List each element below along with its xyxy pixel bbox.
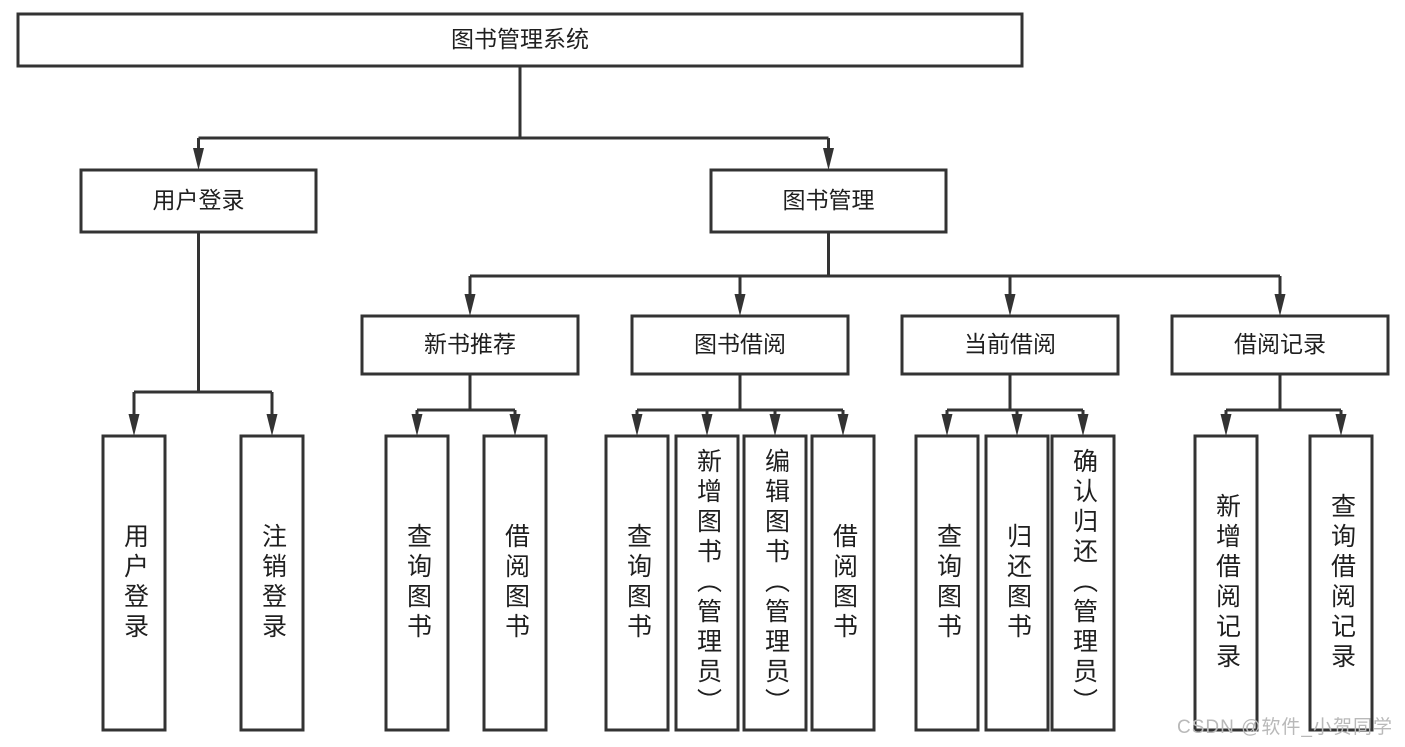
node-leaf-user-login-rect[interactable]	[101, 434, 167, 732]
node-leaf-user-login[interactable]	[101, 434, 167, 732]
node-leaf-query-record-rect[interactable]	[1308, 434, 1374, 732]
arrow-head-icon	[464, 294, 476, 316]
arrow-head-icon	[411, 414, 423, 436]
node-leaf-user-logout-rect[interactable]	[239, 434, 305, 732]
node-new-book-recommend-label: 新书推荐	[424, 331, 516, 357]
node-user-login-label: 用户登录	[153, 187, 245, 213]
node-leaf-query-book-3-rect[interactable]	[914, 434, 980, 732]
node-current-borrow-label: 当前借阅	[964, 331, 1056, 357]
node-root-root-label: 图书管理系统	[451, 26, 589, 52]
node-user-login-rect[interactable]	[79, 168, 318, 234]
node-root-root[interactable]: 图书管理系统	[16, 12, 1024, 68]
node-book-borrow-rect[interactable]	[630, 314, 850, 376]
arrow-head-icon	[1077, 414, 1089, 436]
node-leaf-borrow-book-2-rect[interactable]	[810, 434, 876, 732]
node-user-login[interactable]: 用户登录	[79, 168, 318, 234]
node-leaf-return-book[interactable]	[984, 434, 1050, 732]
node-leaf-confirm-return-rect[interactable]	[1050, 434, 1116, 732]
node-borrow-record-label: 借阅记录	[1234, 331, 1326, 357]
node-leaf-add-book[interactable]	[674, 434, 740, 732]
arrow-head-icon	[1220, 414, 1232, 436]
node-root-root-rect[interactable]	[16, 12, 1024, 68]
node-leaf-edit-book[interactable]	[742, 434, 808, 732]
watermark: CSDN @软件_小贺同学	[1177, 717, 1393, 738]
arrow-head-icon	[631, 414, 643, 436]
node-leaf-borrow-book-1[interactable]	[482, 434, 548, 732]
node-leaf-add-book-rect[interactable]	[674, 434, 740, 732]
node-leaf-query-book-2-rect[interactable]	[604, 434, 670, 732]
node-leaf-user-logout[interactable]	[239, 434, 305, 732]
node-leaf-query-record[interactable]	[1308, 434, 1374, 732]
arrow-head-icon	[837, 414, 849, 436]
node-book-manage[interactable]: 图书管理	[709, 168, 948, 234]
arrow-head-icon	[769, 414, 781, 436]
arrow-head-icon	[734, 294, 746, 316]
node-book-manage-rect[interactable]	[709, 168, 948, 234]
node-current-borrow[interactable]: 当前借阅	[900, 314, 1120, 376]
arrow-head-icon	[1011, 414, 1023, 436]
node-current-borrow-rect[interactable]	[900, 314, 1120, 376]
node-book-borrow-label: 图书借阅	[694, 331, 786, 357]
arrow-head-icon	[193, 148, 204, 170]
node-leaf-query-book-1-rect[interactable]	[384, 434, 450, 732]
node-new-book-recommend-rect[interactable]	[360, 314, 580, 376]
node-borrow-record[interactable]: 借阅记录	[1170, 314, 1390, 376]
node-borrow-record-rect[interactable]	[1170, 314, 1390, 376]
arrow-head-icon	[701, 414, 713, 436]
node-book-manage-label: 图书管理	[783, 187, 875, 213]
arrow-head-icon	[128, 414, 140, 436]
arrow-head-icon	[1335, 414, 1347, 436]
node-leaf-add-record-rect[interactable]	[1193, 434, 1259, 732]
node-leaf-edit-book-rect[interactable]	[742, 434, 808, 732]
node-leaf-add-record[interactable]	[1193, 434, 1259, 732]
arrow-head-icon	[941, 414, 953, 436]
arrow-head-icon	[1274, 294, 1286, 316]
arrow-head-icon	[266, 414, 278, 436]
node-leaf-confirm-return[interactable]	[1050, 434, 1116, 732]
arrow-head-icon	[1004, 294, 1016, 316]
node-leaf-query-book-2[interactable]	[604, 434, 670, 732]
arrow-head-icon	[823, 148, 834, 170]
node-leaf-borrow-book-2[interactable]	[810, 434, 876, 732]
node-new-book-recommend[interactable]: 新书推荐	[360, 314, 580, 376]
node-leaf-query-book-3[interactable]	[914, 434, 980, 732]
node-leaf-query-book-1[interactable]	[384, 434, 450, 732]
node-leaf-borrow-book-1-rect[interactable]	[482, 434, 548, 732]
node-leaf-return-book-rect[interactable]	[984, 434, 1050, 732]
arrow-head-icon	[509, 414, 521, 436]
connector-lines	[128, 66, 1347, 436]
node-book-borrow[interactable]: 图书借阅	[630, 314, 850, 376]
